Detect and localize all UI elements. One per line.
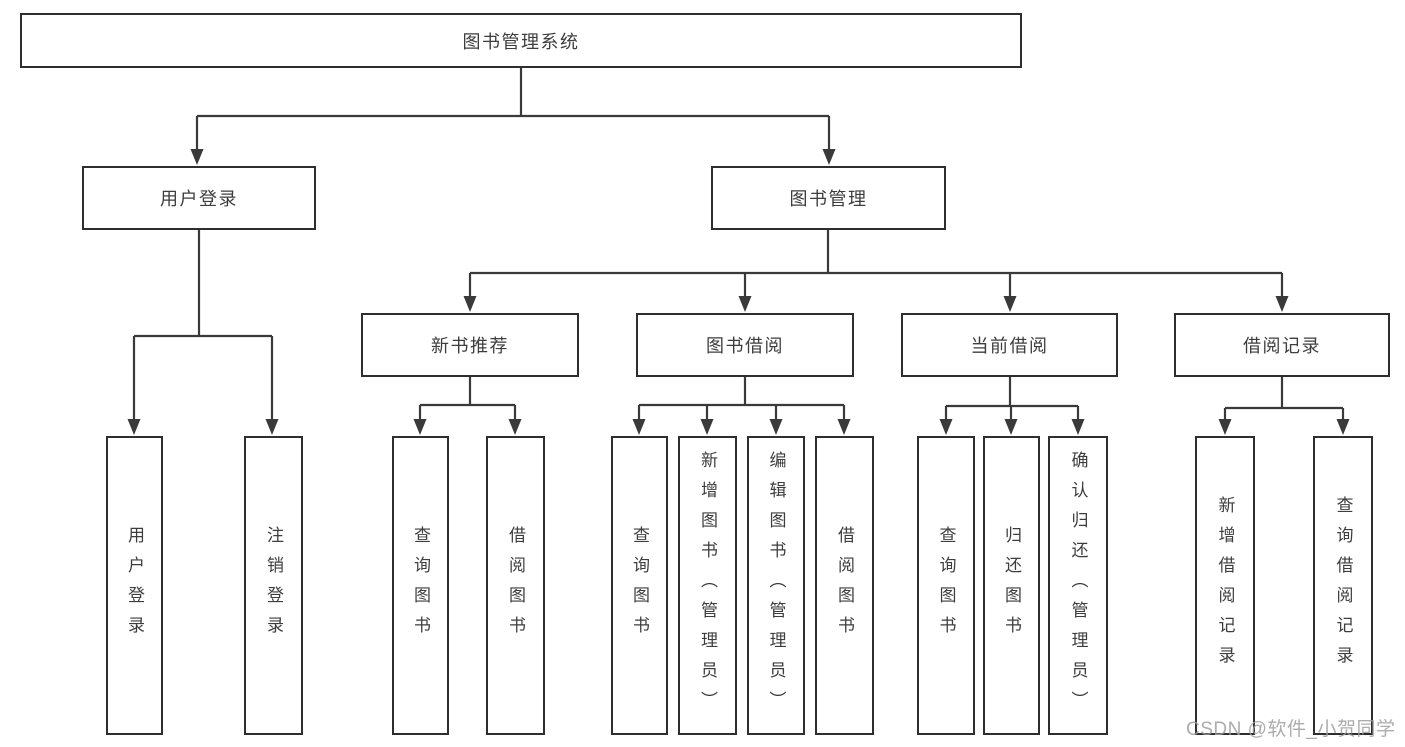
leaf-edit-books-admin: 编辑图书（管理员）: [747, 436, 805, 735]
leaf-query-borrow-record-label: 查询借阅记录: [1333, 495, 1353, 676]
leaf-query-borrow-record: 查询借阅记录: [1313, 436, 1373, 735]
leaf-query-books-recommend-label: 查询图书: [411, 525, 430, 646]
leaf-query-books-recommend: 查询图书: [392, 436, 449, 735]
leaf-return-books: 归还图书: [983, 436, 1040, 735]
csdn-watermark: CSDN @软件_小贺同学: [1186, 719, 1396, 740]
leaf-edit-books-admin-label: 编辑图书（管理员）: [766, 450, 786, 721]
leaf-borrow-books-recommend-label: 借阅图书: [506, 525, 525, 646]
node-book-management: 图书管理: [711, 166, 946, 230]
leaf-borrow-books: 借阅图书: [815, 436, 874, 735]
leaf-return-books-label: 归还图书: [1002, 525, 1021, 646]
node-library-management-system: 图书管理系统: [20, 13, 1022, 68]
connector-paths: [132, 68, 1345, 422]
leaf-add-books-admin-label: 新增图书（管理员）: [698, 450, 717, 721]
leaf-logout: 注销登录: [244, 436, 303, 735]
leaf-logout-label: 注销登录: [264, 525, 283, 646]
node-borrowing-records: 借阅记录: [1174, 313, 1390, 377]
node-book-borrowing: 图书借阅: [636, 313, 854, 377]
leaf-add-borrow-record-label: 新增借阅记录: [1215, 495, 1235, 676]
leaf-borrow-books-recommend: 借阅图书: [486, 436, 545, 735]
leaf-user-login: 用户登录: [106, 436, 163, 735]
leaf-confirm-return-admin: 确认归还（管理员）: [1048, 436, 1108, 735]
node-user-login: 用户登录: [82, 166, 316, 230]
leaf-add-borrow-record: 新增借阅记录: [1195, 436, 1255, 735]
leaf-query-books-borrowing: 查询图书: [611, 436, 668, 735]
leaf-query-books-current-label: 查询图书: [936, 525, 956, 646]
leaf-borrow-books-label: 借阅图书: [835, 525, 854, 646]
leaf-confirm-return-admin-label: 确认归还（管理员）: [1068, 450, 1088, 721]
leaf-query-books-borrowing-label: 查询图书: [630, 525, 649, 646]
node-new-book-recommend: 新书推荐: [361, 313, 579, 377]
leaf-user-login-label: 用户登录: [125, 525, 144, 646]
leaf-query-books-current: 查询图书: [917, 436, 975, 735]
node-current-borrowing: 当前借阅: [901, 313, 1118, 377]
leaf-add-books-admin: 新增图书（管理员）: [678, 436, 737, 735]
arrowhead-icons: [127, 149, 1350, 435]
